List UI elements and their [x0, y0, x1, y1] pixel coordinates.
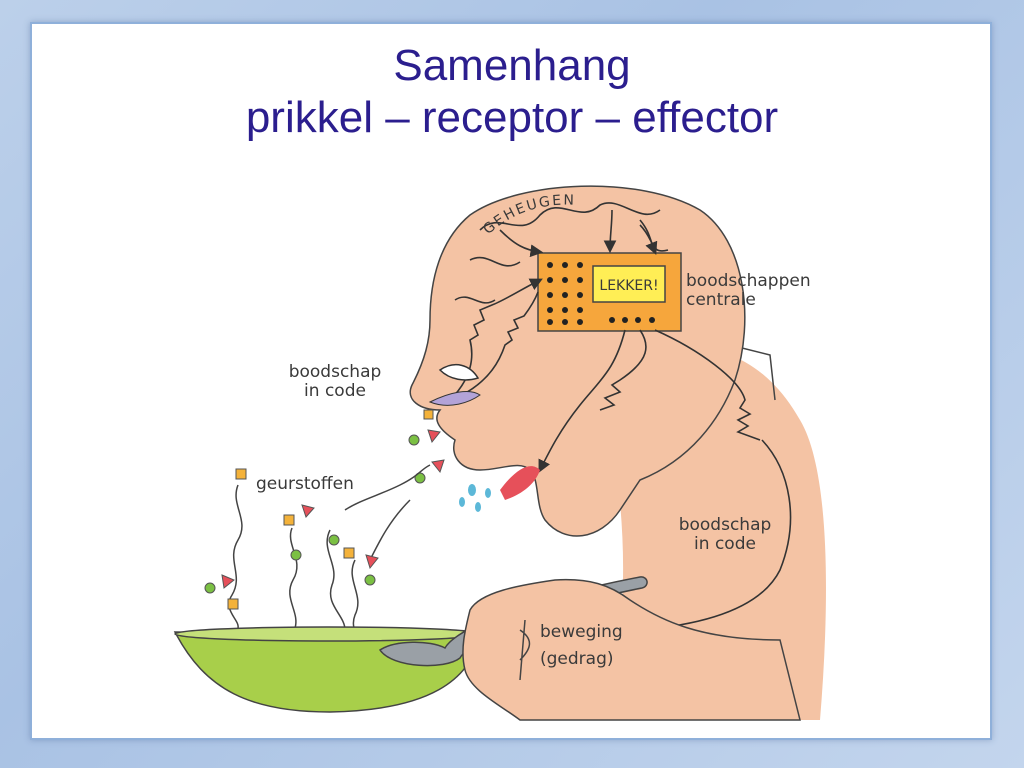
nerve-paths [449, 209, 792, 636]
central-label-line1: boodschappen [686, 271, 811, 291]
movement-label-line2: (gedrag) [540, 649, 614, 669]
odors-label: geurstoffen [256, 474, 354, 494]
slide-title: Samenhang prikkel – receptor – effector [0, 40, 1024, 144]
movement-label-line1: beweging [540, 622, 623, 642]
tongue [500, 466, 540, 500]
nasal-receptor [428, 391, 481, 406]
central-box-dots [547, 262, 655, 325]
bowl-rim [174, 626, 482, 642]
message-out-label-line1: boodschap [679, 515, 772, 535]
central-label-line2: centrale [686, 290, 756, 310]
eye [438, 363, 480, 381]
message-in-label-line2: in code [304, 381, 366, 401]
title-line-2: prikkel – receptor – effector [245, 93, 779, 142]
hand-knuckles [519, 619, 531, 681]
display-label: LEKKER! [599, 278, 658, 294]
message-out-label-line2: in code [694, 534, 756, 554]
hand [462, 578, 801, 721]
title-line-1: Samenhang [393, 41, 631, 90]
saliva-drops [459, 484, 491, 512]
odor-particles-bowl [204, 468, 379, 610]
message-in-label-line1: boodschap [289, 362, 382, 382]
display-box [592, 265, 666, 303]
brain-folds [454, 202, 669, 304]
shirt-collar [729, 344, 776, 401]
